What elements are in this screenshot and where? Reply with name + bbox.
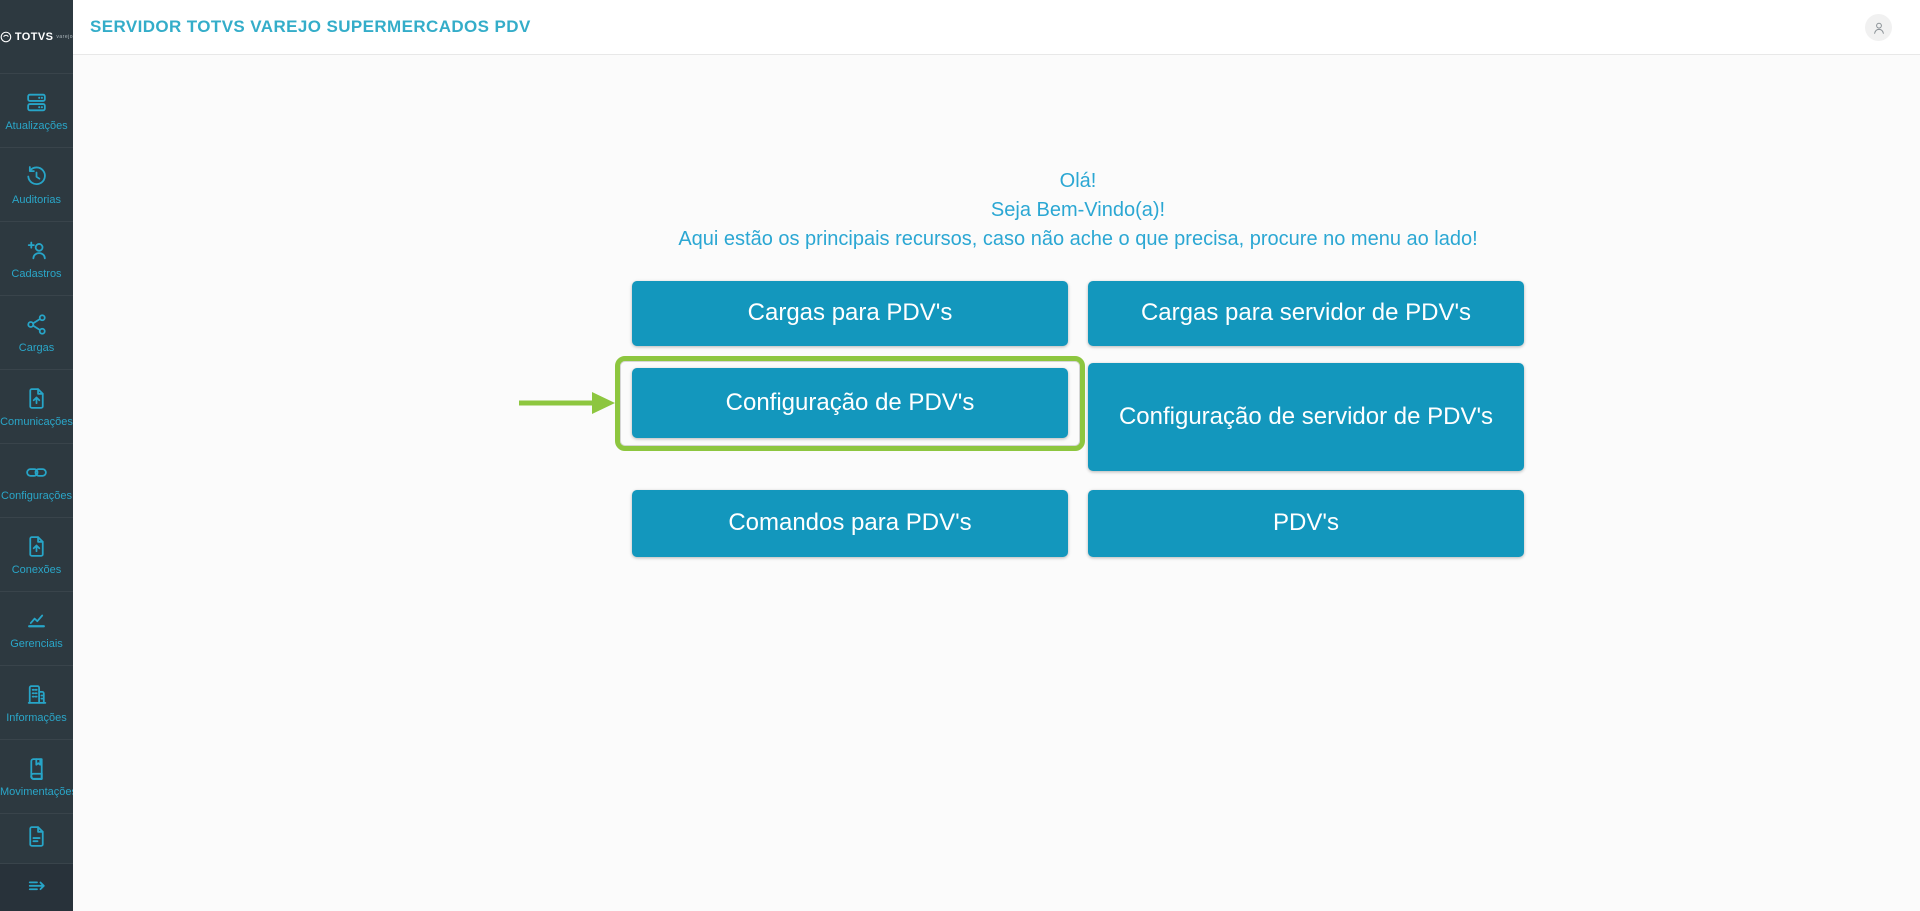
sidebar-item-configuracoes[interactable]: Configurações [0, 443, 73, 517]
totvs-logo-icon [0, 31, 12, 42]
sidebar-item-gerenciais[interactable]: Gerenciais [0, 591, 73, 665]
sidebar-item-comunicacoes[interactable]: Comunicações [0, 369, 73, 443]
sidebar-expand-menu[interactable] [0, 863, 73, 911]
cargas-para-pdvs-button[interactable]: Cargas para PDV's [632, 281, 1068, 346]
configuracao-de-pdvs-button[interactable]: Configuração de PDV's [632, 368, 1068, 438]
sidebar-item-cadastros[interactable]: Cadastros [0, 221, 73, 295]
sidebar-item-auditorias[interactable]: Auditorias [0, 147, 73, 221]
sidebar-item-cargas[interactable]: Cargas [0, 295, 73, 369]
sidebar-item-conexoes[interactable]: Conexões [0, 517, 73, 591]
sidebar-item-label: Conexões [11, 564, 62, 576]
document-icon [24, 823, 49, 849]
sidebar-item-label: Cadastros [11, 268, 62, 280]
expand-menu-icon [24, 872, 49, 898]
file-upload-icon [24, 533, 49, 559]
sidebar-item-label: Gerenciais [10, 638, 63, 650]
sidebar-item-movimentacoes[interactable]: Movimentações [0, 739, 73, 813]
welcome-line-1: Olá! [1059, 170, 1097, 192]
configuracao-de-servidor-de-pdvs-button[interactable]: Configuração de servidor de PDV's [1088, 363, 1524, 471]
welcome-message: Olá! Seja Bem-Vindo(a)! Aqui estão os pr… [560, 167, 1596, 254]
user-account-button[interactable] [1865, 14, 1892, 41]
book-icon [24, 755, 49, 781]
sidebar-item-label: Comunicações [0, 416, 73, 428]
sidebar-item-label: Informações [6, 712, 67, 724]
sidebar-item-label: Configurações [1, 490, 72, 502]
user-icon [1873, 22, 1884, 34]
sidebar-item-label: Atualizações [5, 120, 68, 132]
sidebar-item-label: Cargas [18, 342, 55, 354]
sidebar-item-informacoes[interactable]: Informações [0, 665, 73, 739]
link-icon [24, 459, 49, 485]
chart-icon [24, 607, 49, 633]
sidebar-item-atualizacoes[interactable]: Atualizações [0, 73, 73, 147]
logo-sub-text: varejo [56, 33, 73, 40]
sidebar: TOTVS varejo Atualizações Audi [0, 0, 73, 911]
user-plus-icon [24, 237, 49, 263]
cargas-para-servidor-de-pdvs-button[interactable]: Cargas para servidor de PDV's [1088, 281, 1524, 346]
file-upload-icon [24, 385, 49, 411]
welcome-line-3: Aqui estão os principais recursos, caso … [678, 228, 1478, 250]
highlight-arrow-icon [519, 392, 615, 414]
totvs-logo: TOTVS varejo [0, 0, 73, 73]
history-icon [24, 163, 49, 189]
building-icon [24, 681, 49, 707]
welcome-line-2: Seja Bem-Vindo(a)! [990, 199, 1166, 221]
comandos-para-pdvs-button[interactable]: Comandos para PDV's [632, 490, 1068, 557]
logo-brand-text: TOTVS [14, 30, 54, 43]
sidebar-item-label: Movimentações [0, 786, 73, 798]
servers-icon [24, 89, 49, 115]
top-header: SERVIDOR TOTVS VAREJO SUPERMERCADOS PDV [73, 0, 1920, 55]
sidebar-item-label: Auditorias [12, 194, 61, 206]
pdvs-button[interactable]: PDV's [1088, 490, 1524, 557]
sidebar-item-documentos[interactable] [0, 813, 73, 863]
page-title: SERVIDOR TOTVS VAREJO SUPERMERCADOS PDV [90, 17, 531, 36]
share-icon [24, 311, 49, 337]
